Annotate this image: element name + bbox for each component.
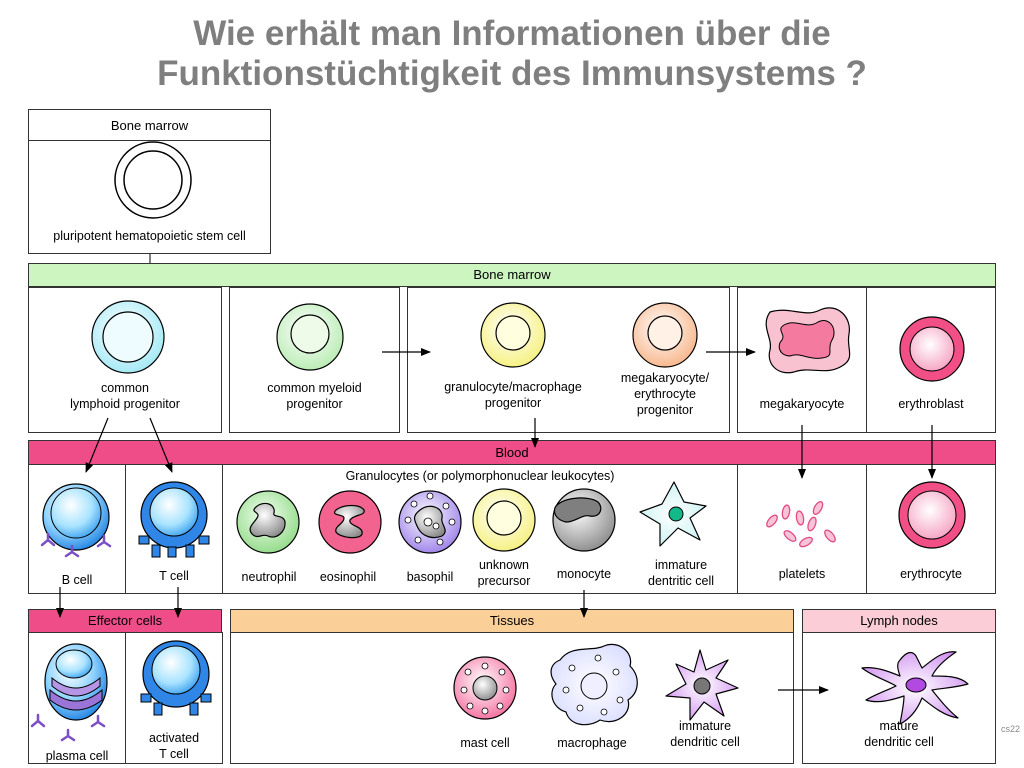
erythrocyte-box (866, 464, 996, 594)
megakaryocyte-icon (765, 307, 851, 374)
label-plasma: plasma cell (45, 749, 109, 763)
label-bcell: B cell (61, 573, 93, 587)
me-progenitor-icon (632, 302, 698, 368)
lymph-nodes-header: Lymph nodes (802, 609, 996, 633)
label-imm-dc-blood: immature dentritic cell (648, 558, 714, 588)
label-tcell: T cell (159, 569, 189, 583)
dendritic-cell-icon (639, 481, 707, 547)
arrow-lymphoid-to-tcell (149, 417, 173, 473)
mast-cell-icon (453, 656, 517, 720)
label-basophil: basophil (406, 570, 454, 584)
tissues-box (230, 632, 794, 764)
label-monocyte: monocyte (556, 567, 612, 581)
platelets-icon (766, 501, 836, 548)
bone-marrow-header: Bone marrow (28, 263, 996, 287)
label-neutrophil: neutrophil (241, 570, 297, 584)
activated-t-box (125, 632, 223, 764)
label-me: megakaryocyte/ erythrocyte progenitor (620, 371, 710, 417)
label-erythrocyte: erythrocyte (900, 567, 962, 581)
activated-t-cell-icon (140, 640, 212, 716)
bone-marrow-top-header: Bone marrow (28, 109, 271, 141)
label-unknown: unknown precursor (477, 558, 531, 588)
gm-progenitor-icon (480, 302, 546, 368)
erythrocyte-icon (898, 481, 966, 549)
title-line-2: Funktionstüchtigkeit des Immunsystems ? (157, 54, 867, 93)
label-lymphoid: common lymphoid progenitor (70, 381, 180, 411)
mature-dendritic-cell-icon (861, 651, 969, 725)
neutrophil-icon (236, 490, 300, 554)
label-mature-dc: mature dendritic cell (864, 719, 934, 749)
erythroblast-icon (899, 316, 965, 382)
label-imm-dc-tissue: immature dendritic cell (670, 719, 740, 749)
page-title: Wie erhält man Informationen über die Fu… (0, 14, 1024, 94)
credit-text: cs22 (1001, 724, 1021, 734)
lymphoid-progenitor-icon (91, 300, 165, 374)
label-megakaryocyte: megakaryocyte (759, 397, 845, 411)
stem-cell-icon (114, 141, 192, 219)
label-activated-t: activated T cell (148, 731, 200, 761)
title-line-1: Wie erhält man Informationen über die (193, 14, 831, 53)
b-cell-icon (40, 483, 112, 558)
myeloid-box (229, 287, 400, 433)
label-mast: mast cell (460, 736, 510, 750)
lymphoid-box (28, 287, 222, 433)
label-myeloid: common myeloid progenitor (267, 381, 362, 411)
monocyte-icon (552, 488, 616, 552)
basophil-icon (398, 490, 462, 554)
label-macrophage: macrophage (557, 736, 627, 750)
eosinophil-icon (318, 490, 382, 554)
t-cell-icon (138, 481, 210, 558)
dendritic-cell-tissue-icon (665, 649, 739, 721)
label-granulocytes: Granulocytes (or polymorphonuclear leuko… (345, 469, 615, 483)
plasma-cell-icon (30, 643, 108, 742)
label-platelets: platelets (778, 567, 826, 581)
label-stem-cell: pluripotent hematopoietic stem cell (53, 229, 246, 243)
label-eosinophil: eosinophil (319, 570, 377, 584)
erythroblast-box (866, 287, 996, 433)
arrow-lymphoid-to-bcell (85, 417, 109, 473)
lymph-box (802, 632, 996, 764)
label-gm: granulocyte/macrophage progenitor (444, 380, 582, 410)
label-erythroblast: erythroblast (898, 397, 964, 411)
progenitor-box (407, 287, 730, 433)
myeloid-progenitor-icon (276, 303, 344, 371)
unknown-precursor-icon (472, 488, 536, 552)
macrophage-icon (550, 643, 638, 726)
